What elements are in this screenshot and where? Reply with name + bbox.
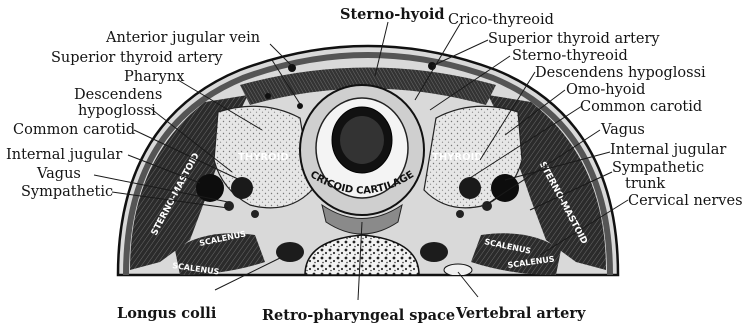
label-superior-thyroid-artery-left: Superior thyroid artery bbox=[51, 50, 223, 66]
label-longus-colli: Longus colli bbox=[117, 305, 217, 322]
internal-jugular-left bbox=[196, 174, 224, 202]
label-sympathetic-trunk-1: Sympathetic bbox=[612, 160, 704, 176]
label-common-carotid-left: Common carotid bbox=[13, 122, 135, 138]
label-sterno-hyoid: Sterno-hyoid bbox=[340, 6, 445, 23]
label-crico-thyreoid: Crico-thyreoid bbox=[448, 12, 554, 28]
label-sympathetic-trunk-2: trunk bbox=[625, 176, 665, 192]
label-sympathetic-left: Sympathetic bbox=[21, 184, 113, 200]
label-vertebral-artery: Vertebral artery bbox=[455, 305, 586, 322]
label-descendens-left-1: Descendens bbox=[74, 87, 162, 103]
inner-thyroid-left: THYROID bbox=[238, 152, 289, 163]
label-internal-jugular-right: Internal jugular bbox=[610, 142, 726, 158]
label-vagus-right: Vagus bbox=[600, 122, 645, 138]
label-internal-jugular-left: Internal jugular bbox=[6, 147, 122, 163]
label-vagus-left: Vagus bbox=[36, 166, 81, 182]
label-retro-pharyngeal-space: Retro-pharyngeal space bbox=[262, 307, 455, 324]
label-anterior-jugular-vein: Anterior jugular vein bbox=[105, 30, 260, 46]
label-common-carotid-right: Common carotid bbox=[580, 99, 702, 115]
label-pharynx: Pharynx bbox=[124, 69, 184, 85]
common-carotid-right bbox=[459, 177, 481, 199]
internal-jugular-right bbox=[491, 174, 519, 202]
labels-bottom: Longus colli Retro-pharyngeal space Vert… bbox=[117, 305, 586, 324]
common-carotid-left bbox=[231, 177, 253, 199]
label-cervical-nerves: Cervical nerves bbox=[628, 193, 743, 209]
label-omo-hyoid: Omo-hyoid bbox=[566, 82, 645, 98]
label-superior-thyroid-artery-right: Superior thyroid artery bbox=[488, 31, 660, 47]
label-descendens-left-2: hypoglossi bbox=[78, 103, 156, 119]
label-descendens-hypoglossi-right: Descendens hypoglossi bbox=[535, 65, 706, 81]
label-sterno-thyreoid: Sterno-thyreoid bbox=[512, 48, 628, 64]
inner-thyroid-right: THYROID bbox=[432, 152, 483, 163]
